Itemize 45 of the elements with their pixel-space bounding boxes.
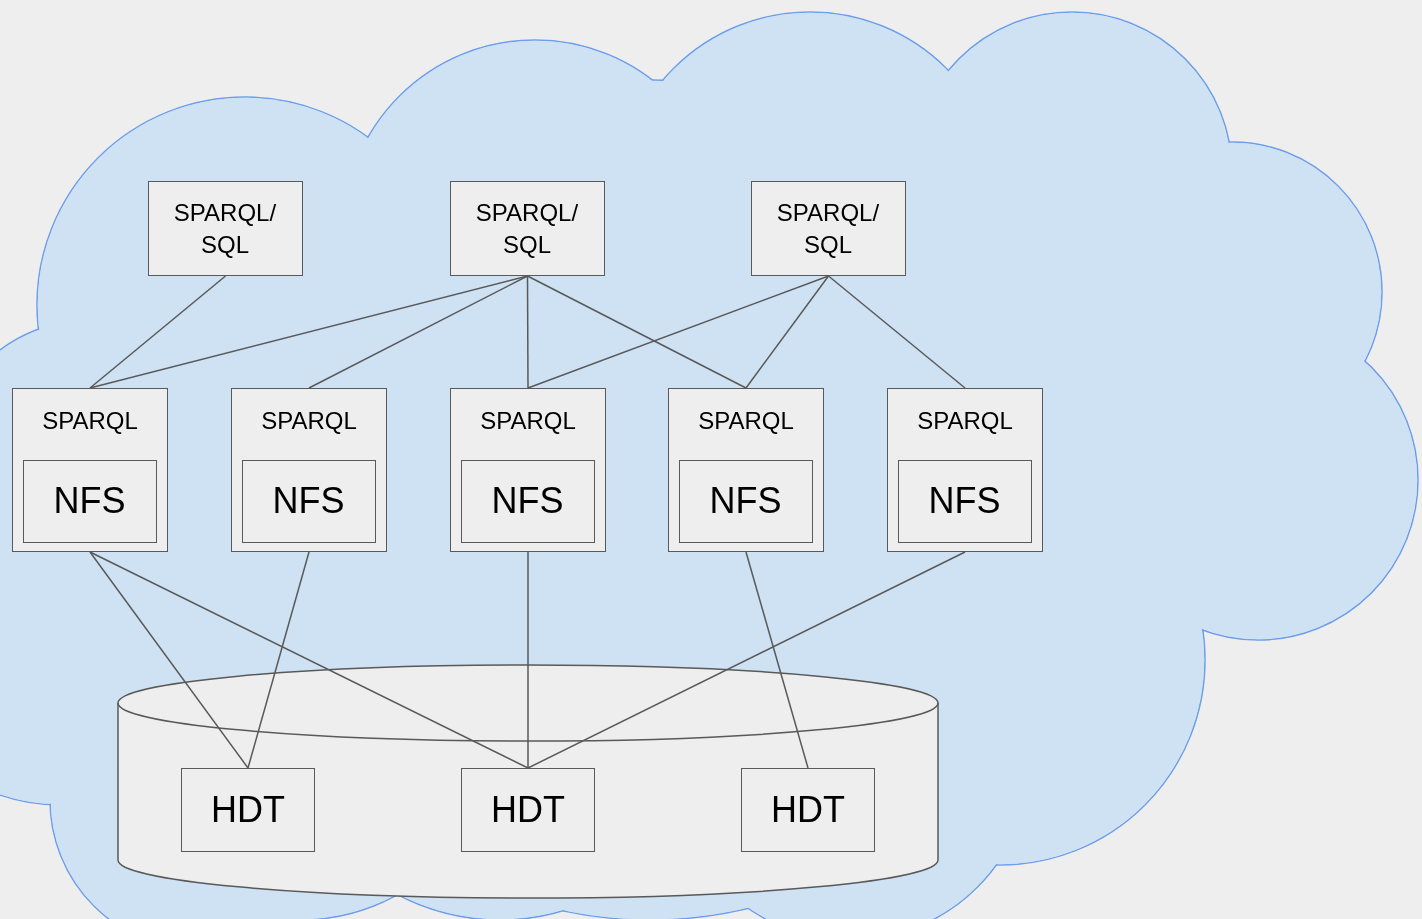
node-label: NFS [52,480,127,522]
node-label: HDT [490,789,566,831]
node-label: SPARQL/ SQL [172,197,278,260]
connector-line [527,551,966,769]
node-label: SPARQL [260,407,358,435]
node-label: SPARQL/ SQL [775,197,881,260]
node-label: SPARQL/ SQL [474,197,580,260]
connector-line [247,551,310,769]
connector-line [308,275,529,389]
process-box [241,459,376,543]
node-label: SPARQL [479,407,577,435]
connector-line [745,551,809,769]
node-label: SPARQL [916,407,1014,435]
process-box [741,768,875,852]
connector-line [89,551,529,769]
connector-line [527,275,830,389]
process-box [460,459,595,543]
process-box [751,181,906,276]
connector-line [526,275,747,389]
node-label: NFS [490,480,565,522]
process-box [461,768,595,852]
connector-line [526,275,529,389]
process-box [678,459,813,543]
process-box [668,388,824,552]
node-label: NFS [708,480,783,522]
process-box [148,181,303,276]
process-box [450,181,605,276]
node-label: HDT [210,789,286,831]
connector-line [827,275,966,389]
process-box [181,768,315,852]
process-box [450,388,606,552]
connector-line [527,551,529,769]
process-box [12,388,168,552]
process-box [897,459,1032,543]
process-box [231,388,387,552]
process-box [22,459,157,543]
node-label: SPARQL [697,407,795,435]
node-label: SPARQL [41,407,139,435]
connector-line [745,275,830,389]
process-box [887,388,1043,552]
connector-line [89,551,249,769]
connector-line [89,275,227,389]
node-label: NFS [927,480,1002,522]
node-label: HDT [770,789,846,831]
node-label: NFS [271,480,346,522]
